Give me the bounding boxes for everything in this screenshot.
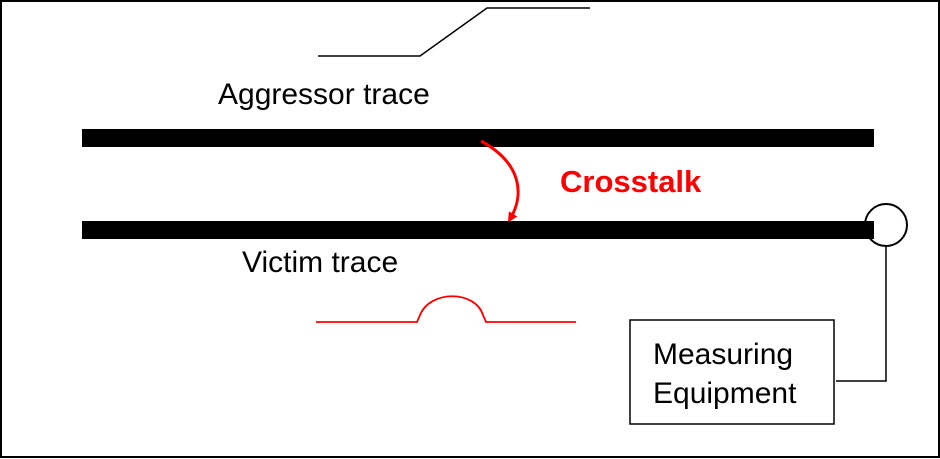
probe-lead-line xyxy=(836,247,887,382)
crosstalk-label: Crosstalk xyxy=(560,164,702,199)
measuring-equipment-label-line1: Measuring xyxy=(653,338,793,371)
aggressor-lead-line xyxy=(318,7,590,57)
measuring-equipment-box xyxy=(629,319,835,425)
crosstalk-pulse-waveform xyxy=(316,295,576,323)
victim-trace-label: Victim trace xyxy=(242,246,398,279)
aggressor-trace xyxy=(82,129,874,147)
victim-trace xyxy=(82,221,874,239)
aggressor-trace-label: Aggressor trace xyxy=(218,78,430,111)
crosstalk-arrow xyxy=(480,139,520,223)
measuring-equipment-label-line2: Equipment xyxy=(653,377,797,410)
victim-trace-end xyxy=(862,221,874,239)
